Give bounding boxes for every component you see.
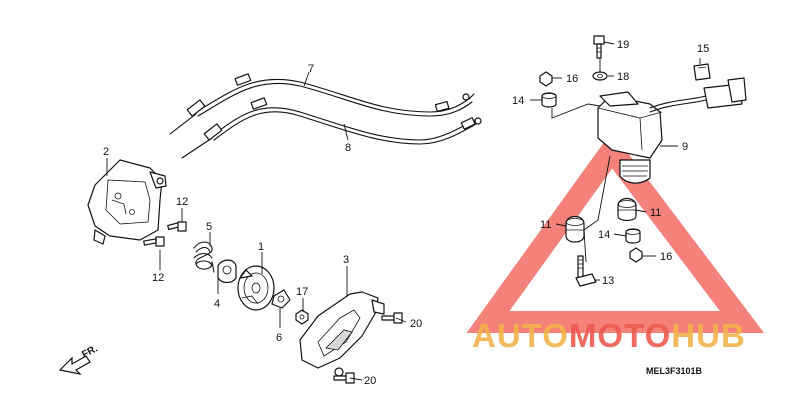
- callout-12-upper: 12: [176, 196, 188, 208]
- callout-2: 2: [103, 146, 109, 158]
- callout-7: 7: [308, 63, 314, 75]
- callout-16-upper: 16: [566, 73, 578, 85]
- watermark-triangle: [466, 131, 765, 333]
- front-direction-label: FR.: [80, 343, 100, 360]
- callout-labels: 2 12 12 5 4 1 6 17 3 7 8 20 20 9 19 18 1…: [103, 39, 709, 387]
- grommet-11-right: [617, 197, 637, 222]
- bolt-12-lower: [143, 236, 165, 247]
- bolt-19: [593, 35, 605, 59]
- callout-17: 17: [296, 286, 308, 298]
- callout-5: 5: [206, 221, 212, 233]
- callout-12-lower: 12: [152, 272, 164, 284]
- actuator-9: [597, 77, 747, 184]
- diagram-code: MEL3F3101B: [646, 366, 703, 376]
- callout-18: 18: [617, 71, 629, 83]
- callout-13: 13: [602, 275, 614, 287]
- callout-14-upper: 14: [512, 95, 524, 107]
- callout-11-right: 11: [650, 207, 661, 219]
- callout-11-left: 11: [540, 219, 551, 231]
- throttle-cable-8: [181, 97, 482, 159]
- brand-hub: HUB: [671, 317, 746, 354]
- washer-6: [271, 289, 291, 309]
- callout-4: 4: [214, 298, 220, 310]
- bolt-13: [575, 255, 597, 287]
- callout-16-lower: 16: [660, 251, 672, 263]
- throttle-cable-7: [169, 73, 475, 135]
- collar-4: [217, 259, 237, 284]
- nut-16-upper: [539, 71, 553, 87]
- watermark-brand: AUTOMOTOHUB: [472, 317, 746, 354]
- spring-5: [193, 241, 215, 273]
- callout-20-right: 20: [410, 318, 422, 330]
- pulley-1: [237, 265, 275, 311]
- bolt-20-right: [381, 312, 403, 324]
- callout-20-lower: 20: [364, 375, 376, 387]
- callout-1: 1: [258, 241, 264, 253]
- callout-8: 8: [345, 142, 351, 154]
- front-direction-arrow: FR.: [58, 343, 100, 375]
- cover-plate-3: [299, 291, 385, 377]
- callout-15: 15: [697, 43, 709, 55]
- cover-bracket-2: [87, 159, 167, 245]
- callout-3: 3: [343, 254, 349, 266]
- assembly-line-top: [551, 103, 601, 119]
- callout-9: 9: [682, 141, 688, 153]
- collar-14-upper: [541, 92, 557, 108]
- nut-16-lower: [629, 247, 643, 263]
- nut-17: [295, 309, 309, 325]
- callout-6: 6: [276, 332, 282, 344]
- callout-19: 19: [617, 39, 629, 51]
- washer-18: [592, 71, 608, 81]
- brand-auto: AUTO: [472, 317, 569, 354]
- callout-leaders: [106, 41, 701, 381]
- collar-14-lower: [625, 228, 641, 244]
- connector-15: [693, 63, 711, 81]
- brand-moto: MOTO: [569, 317, 671, 354]
- assembly-line-down: [583, 155, 611, 263]
- callout-14-lower: 14: [598, 229, 610, 241]
- svg-text:AUTOMOTOHUB: AUTOMOTOHUB: [472, 317, 746, 354]
- bolt-12-upper: [167, 221, 187, 232]
- grommet-11-left: [565, 215, 585, 243]
